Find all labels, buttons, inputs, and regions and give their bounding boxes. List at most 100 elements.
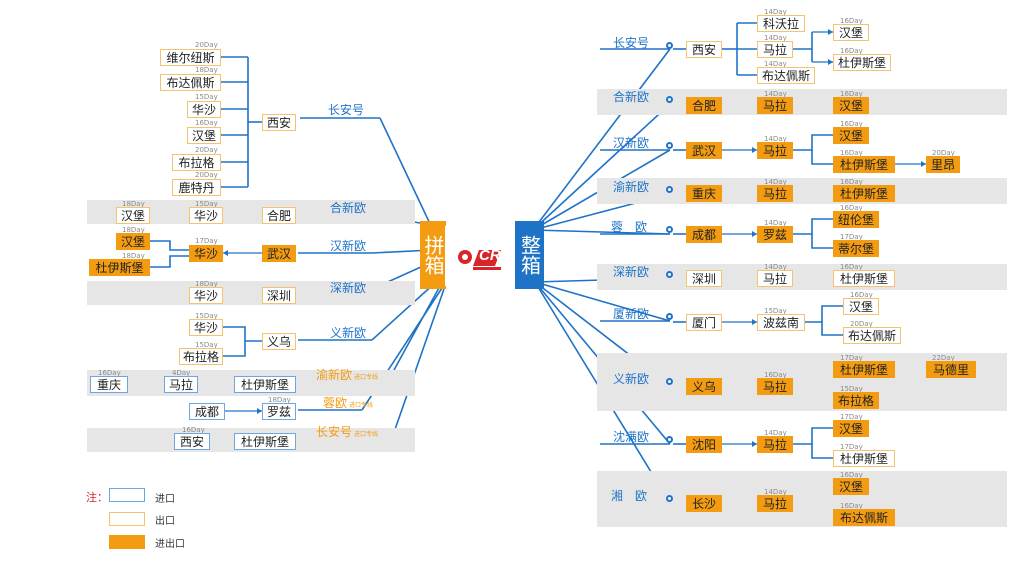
dest-box: 马德里 [926, 361, 976, 378]
route-dot [666, 271, 673, 278]
origin-box: 长沙 [686, 495, 722, 512]
route-dot [666, 226, 673, 233]
dest-box: 汉堡 [833, 478, 869, 495]
day-label: 18Day [122, 200, 145, 208]
connector-line [223, 326, 262, 342]
via-box: 马拉 [757, 142, 793, 159]
dest-box: 杜伊斯堡 [234, 376, 296, 393]
day-label: 14Day [764, 135, 787, 143]
origin-box: 深圳 [262, 287, 296, 304]
band-right-changsha [597, 471, 1007, 527]
origin-box: 西安 [686, 41, 722, 58]
day-label: 20Day [195, 146, 218, 154]
lcl-hub: 拼箱 [420, 221, 446, 289]
origin-box: 西安 [262, 114, 296, 131]
day-label: 18Day [122, 226, 145, 234]
legend-both-swatch [109, 535, 145, 549]
connector-line [532, 103, 671, 231]
day-label: 18Day [122, 252, 145, 260]
connector-line [371, 281, 437, 341]
via-box: 罗兹 [757, 226, 793, 243]
dest-box: 杜伊斯堡 [833, 270, 895, 287]
route-name: 汉新欧 [330, 239, 367, 253]
route-name: 渝新欧 [613, 180, 650, 194]
legend-both-label: 进出口 [155, 539, 185, 550]
dest-box: 布达佩斯 [160, 74, 221, 91]
company-logo: CR [445, 226, 525, 286]
route-name: 沈满欧 [613, 430, 650, 444]
origin-box: 义乌 [262, 333, 296, 350]
day-label: 16Day [195, 119, 218, 127]
route-dot [666, 142, 673, 149]
route-name-text: 蓉欧 [323, 396, 348, 410]
route-dot [666, 186, 673, 193]
dest-box: 纽伦堡 [833, 211, 879, 228]
day-label: 14Day [764, 263, 787, 271]
day-label: 16Day [764, 371, 787, 379]
dest-box: 蒂尔堡 [833, 240, 879, 257]
legend-import-label: 进口 [155, 494, 175, 505]
connector-line [793, 427, 833, 445]
route-dot [666, 96, 673, 103]
origin-box: 沈阳 [686, 436, 722, 453]
connector-line [387, 285, 441, 382]
connector-line [821, 322, 843, 336]
via-box: 马拉 [757, 436, 793, 453]
arrowhead [828, 29, 833, 35]
dest-box: 杜伊斯堡 [234, 433, 296, 450]
legend-export-swatch [109, 512, 145, 526]
route-dot [666, 42, 673, 49]
origin-box: 成都 [686, 226, 722, 243]
day-label: 17Day [840, 443, 863, 451]
day-label: 16Day [840, 47, 863, 55]
dest-box: 杜伊斯堡 [833, 156, 895, 173]
legend-title: 注： [86, 491, 108, 504]
fcl-hub: 整箱 [515, 221, 544, 289]
day-label: 18Day [268, 396, 291, 404]
day-label: 15Day [195, 200, 218, 208]
connector-line [391, 288, 445, 439]
day-label: 17Day [840, 233, 863, 241]
day-label: 14Day [764, 60, 787, 68]
day-label: 20Day [195, 171, 218, 179]
route-dot [666, 436, 673, 443]
via-box: 马拉 [757, 97, 793, 114]
day-label: 16Day [840, 149, 863, 157]
day-label: 14Day [764, 488, 787, 496]
dest-box: 布拉格 [172, 154, 221, 171]
origin-box: 厦门 [686, 314, 722, 331]
dest-box: 华沙 [189, 319, 223, 336]
band-right-shenzhen [597, 264, 1007, 290]
dest-box: 杜伊斯堡 [833, 361, 895, 378]
dest-box: 布达佩斯 [843, 327, 901, 344]
connector-line [811, 444, 833, 459]
route-dot [666, 313, 673, 320]
dest-box: 汉堡 [116, 233, 150, 250]
day-label: 20Day [195, 41, 218, 49]
day-label: 16Day [840, 178, 863, 186]
connector-line [532, 48, 671, 231]
dest-box: 杜伊斯堡 [833, 185, 895, 202]
day-label: 15Day [764, 307, 787, 315]
connector-line [805, 305, 843, 323]
dest-box: 维尔纽斯 [160, 49, 221, 66]
day-label: 15Day [195, 312, 218, 320]
stop-box: 马拉 [757, 41, 793, 58]
day-label: 16Day [840, 17, 863, 25]
route-name-text: 长安号 [316, 425, 353, 439]
day-label: 17Day [195, 237, 218, 245]
route-name: 湘 欧 [611, 489, 648, 503]
dest-box: 杜伊斯堡 [833, 54, 891, 71]
route-name: 长安号 [613, 36, 650, 50]
origin-box: 武汉 [686, 142, 722, 159]
route-name: 蓉欧进口专线 [323, 396, 373, 413]
route-name: 义新欧 [330, 326, 367, 340]
route-name: 长安号进口专线 [316, 425, 378, 442]
via-box: 马拉 [757, 378, 793, 395]
legend-import-swatch [109, 488, 145, 502]
origin-box: 深圳 [686, 270, 722, 287]
origin-box: 重庆 [686, 185, 722, 202]
arrowhead [752, 147, 757, 153]
via-box: 马拉 [164, 376, 198, 393]
route-name: 渝新欧进口专线 [316, 368, 378, 385]
